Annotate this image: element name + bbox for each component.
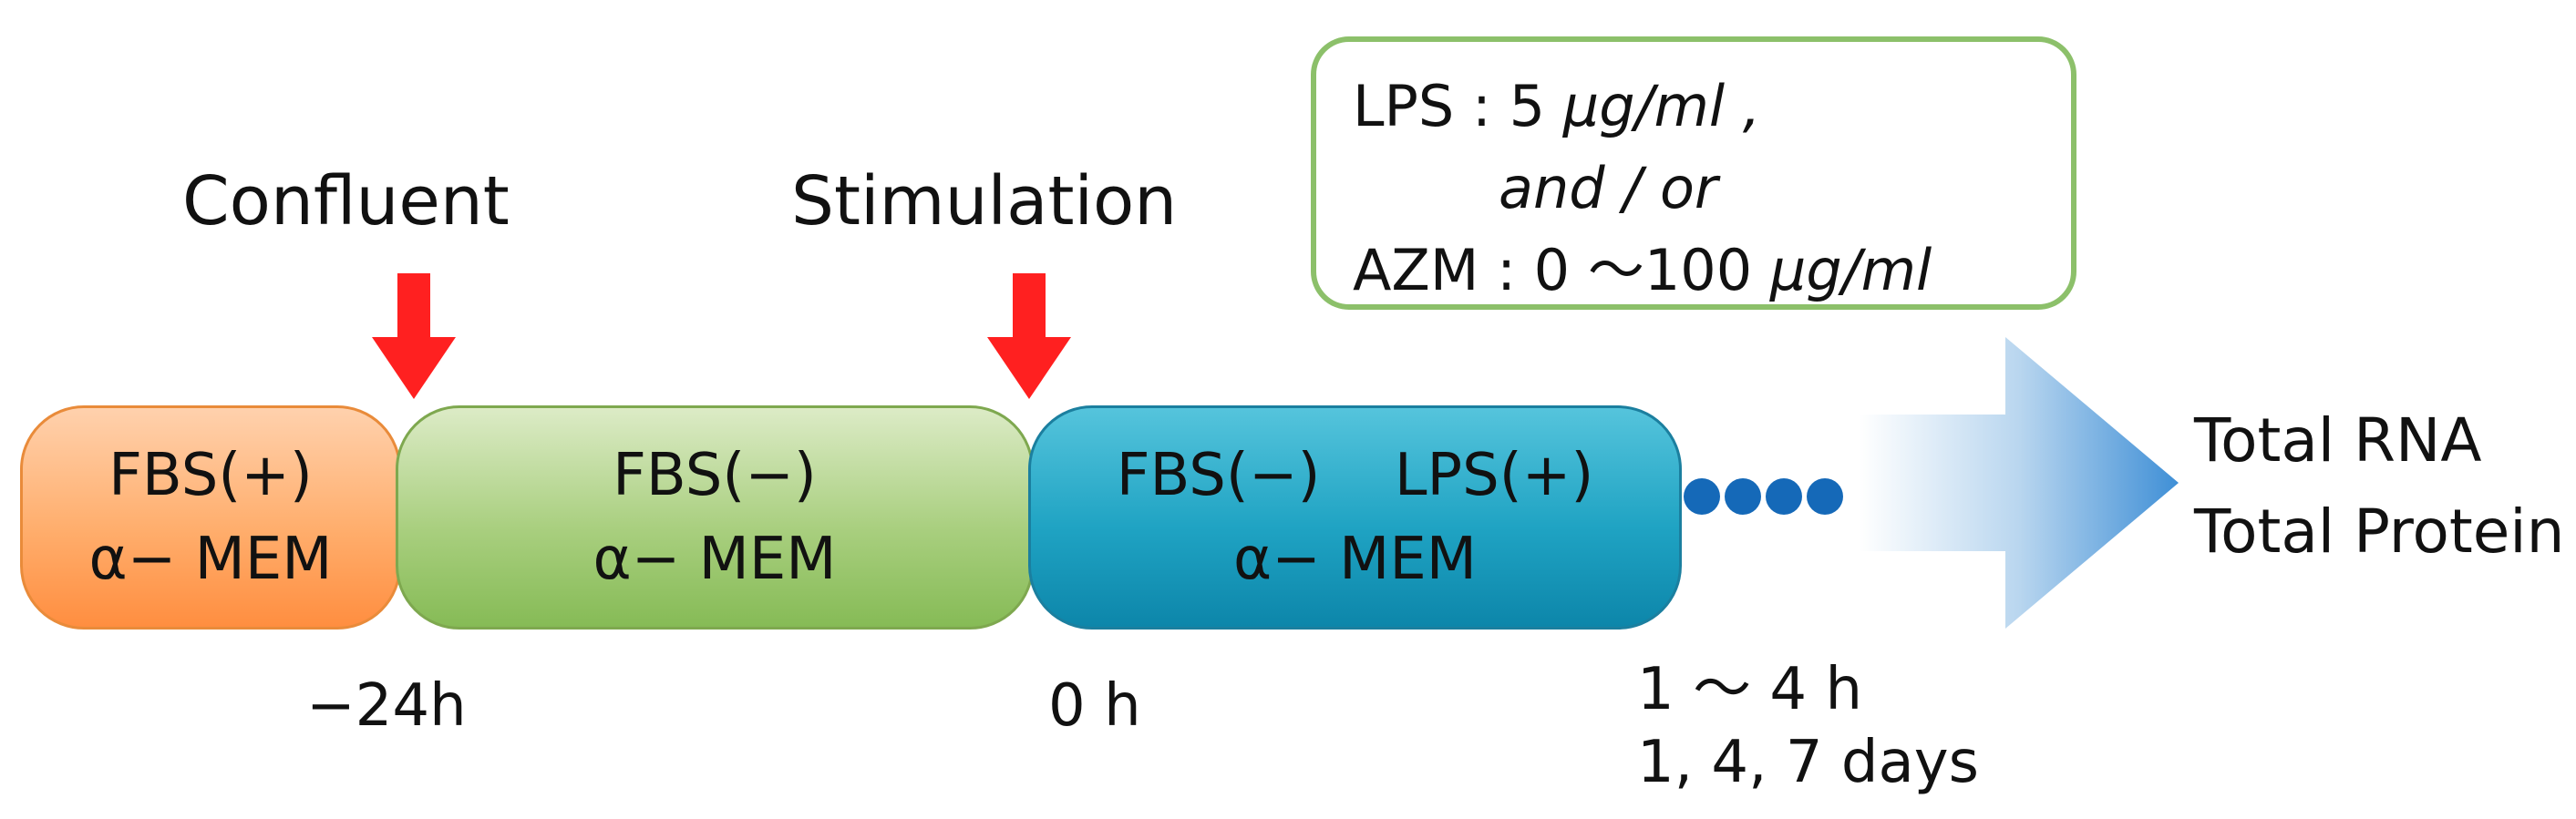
phase-box-line: α− MEM	[1232, 526, 1478, 593]
output-total-protein: Total Protein	[2194, 497, 2565, 567]
continuation-dots-icon	[1684, 478, 1843, 515]
output-total-rna: Total RNA	[2194, 405, 2482, 476]
confluent-label: Confluent	[182, 162, 510, 241]
phase-box-line: FBS(−)	[613, 442, 817, 509]
time-label-days: 1, 4, 7 days	[1637, 729, 1979, 796]
time-label-minus24h: −24h	[306, 672, 467, 740]
conditions-box: LPS : 5 μg/ml , and / or AZM : 0 〜100 μg…	[1311, 36, 2076, 310]
phase-box-line: FBS(−) LPS(+)	[1116, 442, 1594, 509]
time-label-0h: 0 h	[1048, 672, 1141, 740]
stimulation-arrow-icon	[987, 273, 1071, 399]
phase-box-confluent: FBS(+) α− MEM	[20, 405, 401, 630]
conditions-line-azm: AZM : 0 〜100 μg/ml	[1353, 237, 1932, 303]
conditions-line-lps: LPS : 5 μg/ml ,	[1353, 73, 1761, 139]
phase-box-starvation: FBS(−) α− MEM	[396, 405, 1034, 630]
time-label-hours: 1 〜 4 h	[1637, 656, 1863, 723]
conditions-line-andor: and / or	[1499, 155, 1718, 221]
phase-box-line: α− MEM	[88, 526, 333, 593]
stimulation-label: Stimulation	[791, 162, 1178, 241]
confluent-arrow-icon	[372, 273, 456, 399]
phase-box-line: α− MEM	[592, 526, 837, 593]
phase-box-stimulation: FBS(−) LPS(+) α− MEM	[1028, 405, 1682, 630]
output-arrow-icon	[1860, 337, 2179, 629]
phase-box-line: FBS(+)	[108, 442, 313, 509]
